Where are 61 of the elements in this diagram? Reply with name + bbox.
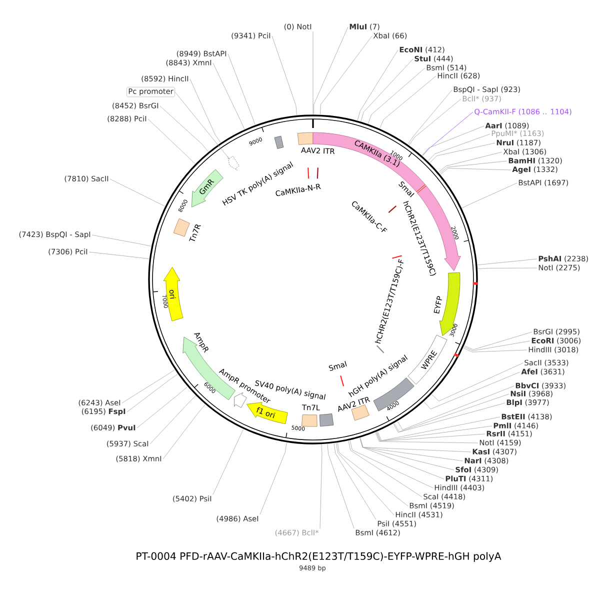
leader-line: [376, 426, 492, 442]
leader-line: [88, 252, 150, 260]
leader-line: [440, 168, 512, 175]
leader-line: [375, 432, 478, 444]
leader-line: [368, 68, 426, 124]
leader-line: [174, 92, 230, 160]
leader-line: [350, 440, 434, 488]
leader-line: [148, 118, 196, 164]
leader-line: [122, 370, 175, 404]
leader-line: [380, 76, 436, 128]
leader-line: [360, 438, 464, 462]
leader-line: [408, 98, 462, 146]
leader-line: [314, 26, 348, 114]
leader-line: [337, 442, 408, 506]
leader-line: [320, 36, 372, 115]
leader-line: [126, 374, 178, 412]
leader-line: [428, 134, 490, 162]
leader-line: [320, 444, 322, 529]
leader-line: [408, 90, 452, 144]
title: PT-0004 PFD-rAAV-CaMKIIa-hChR2(E123T/T159C)-EYFP-WPRE-hGH polyA: [136, 552, 502, 562]
leader-line: [360, 438, 454, 470]
leader-line: [432, 362, 524, 402]
leader-line: [440, 160, 508, 174]
leader-line: [422, 112, 474, 156]
leader-line: [334, 443, 376, 520]
feature-segment: [228, 156, 240, 170]
leader-line: [162, 404, 206, 460]
leader-line: [464, 340, 530, 351]
leader-line: [136, 386, 188, 428]
leader-line: [272, 36, 298, 116]
leader-line: [397, 386, 514, 430]
leader-line: [212, 62, 245, 130]
leader-line: [348, 440, 422, 498]
leader-line: [212, 429, 244, 495]
leader-line: [360, 438, 472, 452]
leader-line: [312, 31, 314, 114]
leader-line: [150, 396, 196, 444]
leader-line: [92, 234, 152, 246]
leader-line: [394, 394, 510, 432]
leader-line: [462, 182, 518, 208]
leader-line: [336, 442, 394, 516]
leader-line: [393, 402, 506, 433]
leader-line: [360, 58, 414, 122]
leader-line: [430, 142, 496, 163]
leader-line: [464, 332, 532, 350]
leader-line: [357, 50, 398, 121]
leader-line: [424, 372, 520, 410]
leader-line: [377, 416, 500, 441]
leader-line: [438, 152, 502, 172]
leader-line: [327, 444, 354, 529]
leader-line: [477, 258, 538, 266]
leader-line: [190, 78, 221, 143]
leader-line: [422, 126, 484, 156]
leader-line: [260, 442, 287, 515]
leader-line: [228, 54, 256, 125]
leader-line: [360, 438, 444, 480]
leader-line: [478, 268, 538, 270]
leader-line: [110, 178, 166, 206]
leader-line: [463, 348, 528, 352]
leader-line: [376, 432, 486, 442]
leader-line: [160, 106, 208, 152]
